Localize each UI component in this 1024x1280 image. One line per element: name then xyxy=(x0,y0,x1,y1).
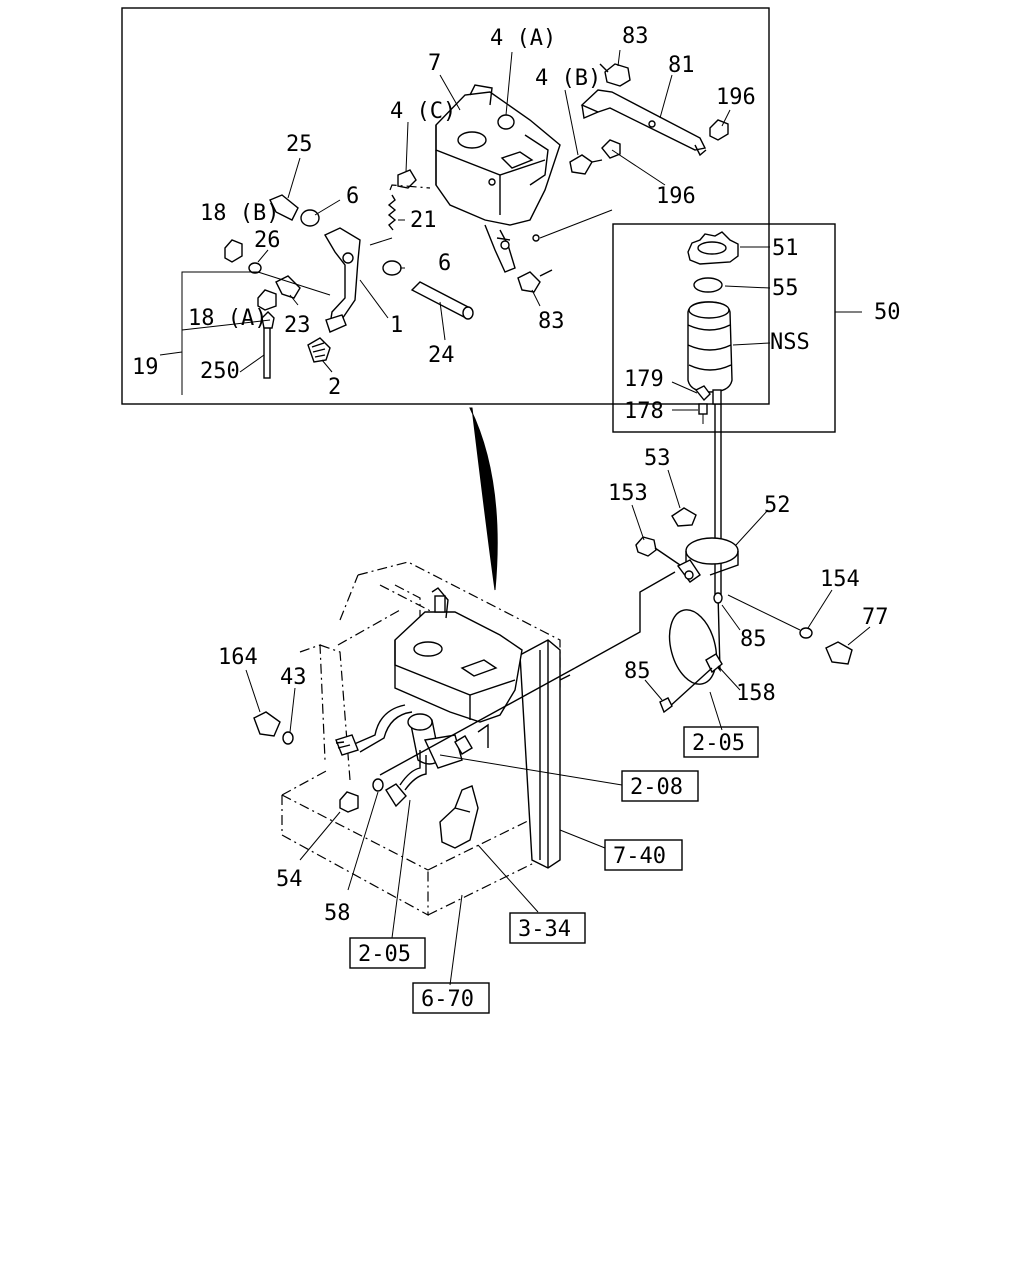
nut-4a xyxy=(497,114,515,130)
callout-1: 1 xyxy=(390,313,403,338)
callout-52: 52 xyxy=(764,493,791,518)
callout-4a: 4 (A) xyxy=(490,26,556,51)
washer-154 xyxy=(799,627,813,639)
nut-196-right xyxy=(709,119,729,141)
nut-196-lower xyxy=(601,139,621,159)
washer-26 xyxy=(248,262,262,274)
leaders-top xyxy=(159,49,731,395)
ref-6-70: 6-70 xyxy=(421,987,474,1012)
callout-24: 24 xyxy=(428,343,455,368)
callout-196-right: 196 xyxy=(716,85,756,110)
callout-250: 250 xyxy=(200,359,240,384)
bolt-23 xyxy=(275,275,301,299)
callout-23: 23 xyxy=(284,313,311,338)
collar-6-upper xyxy=(300,209,320,227)
callout-164: 164 xyxy=(218,645,258,670)
seal-55 xyxy=(693,277,723,293)
callout-153: 153 xyxy=(608,481,648,506)
callout-25: 25 xyxy=(286,132,313,157)
callout-55: 55 xyxy=(772,276,799,301)
callout-6-upper: 6 xyxy=(346,184,359,209)
callout-81: 81 xyxy=(668,53,695,78)
callout-158: 158 xyxy=(736,681,776,706)
bolt-164 xyxy=(253,711,281,737)
callout-2: 2 xyxy=(328,375,341,400)
callout-50: 50 xyxy=(874,300,901,325)
callout-7: 7 xyxy=(428,51,441,76)
clamp-link xyxy=(654,547,681,566)
bolt-53 xyxy=(671,507,697,527)
callout-58: 58 xyxy=(324,901,351,926)
clamp-52 xyxy=(676,537,739,583)
bolt-4c xyxy=(397,169,417,189)
callout-196-lower: 196 xyxy=(656,184,696,209)
nut-18b xyxy=(224,239,243,263)
callout-18a: 18 (A) xyxy=(188,306,267,331)
reference-labels: 2-05 2-08 7-40 3-34 2-05 6-70 xyxy=(349,726,759,1014)
callout-51: 51 xyxy=(772,236,799,261)
bolt-83-lower xyxy=(517,269,553,293)
callout-18b: 18 (B) xyxy=(200,201,279,226)
callout-6-lower: 6 xyxy=(438,251,451,276)
callout-43: 43 xyxy=(280,665,307,690)
callout-19: 19 xyxy=(132,355,159,380)
callout-21: 21 xyxy=(410,208,437,233)
reservoir-body xyxy=(687,301,733,405)
nut-18a xyxy=(257,289,277,311)
reservoir-cap-51 xyxy=(687,231,739,265)
callout-4b: 4 (B) xyxy=(535,66,601,91)
pipe-assembly xyxy=(574,571,723,714)
washer-43 xyxy=(282,731,294,745)
bolt-77 xyxy=(825,641,853,665)
bracket-81 xyxy=(580,89,707,157)
connector-curve xyxy=(469,407,498,591)
ref-2-05-right: 2-05 xyxy=(692,731,745,756)
reservoir-inset-frame xyxy=(612,223,836,433)
callout-83-lower: 83 xyxy=(538,309,565,334)
callout-26: 26 xyxy=(254,228,281,253)
ref-2-08: 2-08 xyxy=(630,775,683,800)
callout-154: 154 xyxy=(820,567,860,592)
pedal-assembly-frame xyxy=(121,7,770,405)
fitting-179-178 xyxy=(694,385,711,424)
callout-178: 178 xyxy=(624,399,664,424)
nut-153 xyxy=(635,536,657,557)
master-cylinder xyxy=(335,704,489,808)
leaders-lower xyxy=(245,667,623,986)
callout-83-top: 83 xyxy=(622,24,649,49)
cab-frame xyxy=(281,561,571,917)
bolt-4b xyxy=(569,154,603,175)
washer-58 xyxy=(372,778,384,792)
callout-179: 179 xyxy=(624,367,664,392)
cab-reservoir-bracket xyxy=(394,587,523,723)
bolt-25 xyxy=(269,194,299,221)
leaders-inset xyxy=(671,246,862,411)
bracket-3-34 xyxy=(439,785,479,849)
pedal-arm-1 xyxy=(324,227,361,333)
collar-6-lower xyxy=(382,260,402,276)
nut-54 xyxy=(339,791,359,813)
callout-4c: 4 (C) xyxy=(390,99,456,124)
callout-labels: 4 (A) 83 7 81 4 (B) 196 4 (C) 25 196 6 1… xyxy=(132,24,901,926)
spring-21 xyxy=(387,184,431,231)
callout-77: 77 xyxy=(862,605,889,630)
leaders-clamp xyxy=(631,469,871,731)
callout-53: 53 xyxy=(644,446,671,471)
pedal-bracket xyxy=(435,84,561,273)
callout-85-right: 85 xyxy=(740,627,767,652)
bolt-83-top xyxy=(599,63,631,87)
pedal-pad-2 xyxy=(307,337,331,363)
ref-3-34: 3-34 xyxy=(518,917,571,942)
callout-54: 54 xyxy=(276,867,303,892)
shaft-24 xyxy=(410,281,474,320)
ref-2-05-lower: 2-05 xyxy=(358,942,411,967)
ref-7-40: 7-40 xyxy=(613,844,666,869)
callout-nss: NSS xyxy=(770,330,810,355)
callout-85-left: 85 xyxy=(624,659,651,684)
